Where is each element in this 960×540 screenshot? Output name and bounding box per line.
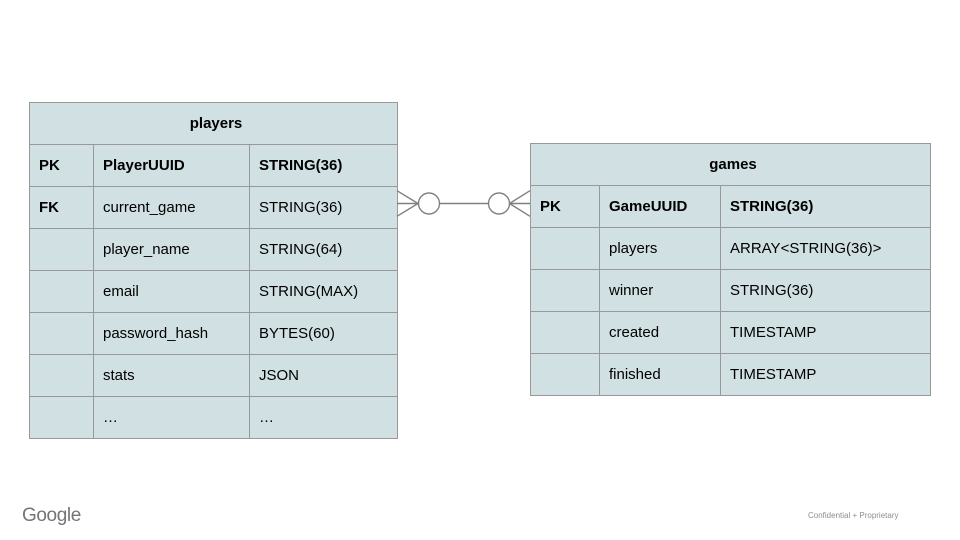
field-name-cell: players [599,227,721,270]
table-row: password_hash BYTES(60) [29,312,399,355]
field-type-cell: … [248,396,399,439]
key-cell [29,270,94,313]
field-name-cell: winner [599,269,721,312]
players-table: players PK PlayerUUID STRING(36) FK curr… [28,102,399,439]
field-type-cell: STRING(36) [719,269,932,312]
field-name-cell: GameUUID [599,185,721,228]
key-cell [29,354,94,397]
field-type-cell: STRING(36) [719,185,932,228]
key-cell: PK [29,144,94,187]
crows-foot-right-icon [509,190,531,217]
key-cell [530,227,600,270]
relationship-connector [396,190,531,217]
zero-circle-left-icon [417,192,441,215]
field-type-cell: JSON [248,354,399,397]
key-cell [29,228,94,271]
field-name-cell: player_name [93,228,250,271]
field-type-cell: STRING(36) [248,186,399,229]
key-cell: FK [29,186,94,229]
field-type-cell: STRING(64) [248,228,399,271]
key-cell [29,312,94,355]
key-cell: PK [530,185,600,228]
field-name-cell: stats [93,354,250,397]
table-row: stats JSON [29,354,399,397]
field-name-cell: current_game [93,186,250,229]
confidential-label: Confidential + Proprietary [808,511,899,520]
games-table-title: games [529,143,932,186]
games-table: games PK GameUUID STRING(36) players ARR… [529,143,932,396]
field-type-cell: STRING(MAX) [248,270,399,313]
table-row: … … [29,396,399,439]
field-type-cell: BYTES(60) [248,312,399,355]
crows-foot-left-icon [396,190,419,217]
field-name-cell: password_hash [93,312,250,355]
google-logo: Google [22,505,81,526]
players-table-title: players [28,102,399,145]
table-row: PK GameUUID STRING(36) [530,185,932,228]
table-row: FK current_game STRING(36) [29,186,399,229]
table-row: PK PlayerUUID STRING(36) [29,144,399,187]
field-type-cell: TIMESTAMP [719,353,932,396]
field-name-cell: email [93,270,250,313]
key-cell [530,269,600,312]
field-type-cell: ARRAY<STRING(36)> [719,227,932,270]
table-row: winner STRING(36) [530,269,932,312]
zero-circle-right-icon [487,192,511,215]
field-name-cell: created [599,311,721,354]
field-name-cell: finished [599,353,721,396]
table-row: finished TIMESTAMP [530,353,932,396]
field-name-cell: PlayerUUID [93,144,250,187]
key-cell [530,353,600,396]
field-name-cell: … [93,396,250,439]
table-header-row: players [28,102,399,145]
table-row: player_name STRING(64) [29,228,399,271]
key-cell [29,396,94,439]
table-header-row: games [529,143,932,186]
field-type-cell: TIMESTAMP [719,311,932,354]
key-cell [530,311,600,354]
table-row: created TIMESTAMP [530,311,932,354]
field-type-cell: STRING(36) [248,144,399,187]
table-row: players ARRAY<STRING(36)> [530,227,932,270]
table-row: email STRING(MAX) [29,270,399,313]
